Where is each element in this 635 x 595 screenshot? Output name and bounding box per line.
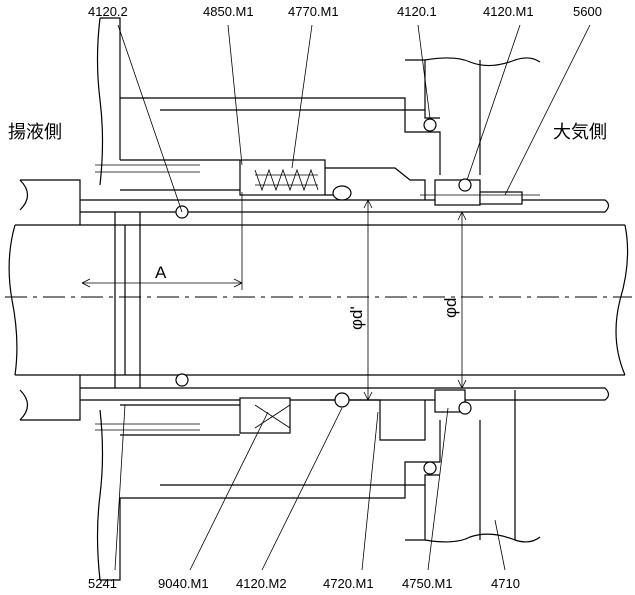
leader-lines-top	[117, 24, 591, 213]
label-5241: 5241	[88, 576, 117, 591]
leader-lines-bottom	[114, 404, 506, 571]
o-rings	[175, 118, 472, 475]
label-4120-1: 4120.1	[397, 4, 437, 19]
atmosphere-side-label: 大気側	[553, 122, 607, 143]
spring	[239, 159, 326, 196]
label-4750-m1: 4750.M1	[402, 576, 453, 591]
label-4120-m1: 4120.M1	[483, 4, 534, 19]
label-9040-m1: 9040.M1	[158, 576, 209, 591]
bottom-labels: 5241 9040.M1 4120.M2 4720.M1 4750.M1 471…	[88, 576, 520, 591]
seal-ring-upper	[325, 167, 540, 206]
label-4850-m1: 4850.M1	[203, 4, 254, 19]
shaft	[8, 179, 629, 421]
casing-lower	[95, 404, 441, 581]
top-labels: 4120.2 4850.M1 4770.M1 4120.1 4120.M1 56…	[88, 4, 602, 19]
dimension-d-prime-label: φd'	[347, 306, 366, 330]
gland-plate	[405, 57, 541, 543]
seal-ring-lower	[239, 389, 466, 441]
label-4770-m1: 4770.M1	[288, 4, 339, 19]
label-4120-2: 4120.2	[88, 4, 128, 19]
label-4720-m1: 4720.M1	[323, 576, 374, 591]
label-4120-m2: 4120.M2	[236, 576, 287, 591]
dimension-d-label: φd	[441, 298, 460, 318]
dimension-a-label: A	[155, 263, 167, 282]
shaft-sleeve	[80, 199, 610, 401]
dimension-d-prime: φd'	[347, 199, 373, 401]
dimension-a: A	[81, 192, 243, 290]
dimension-d: φd	[441, 211, 467, 389]
label-4710: 4710	[491, 576, 520, 591]
label-5600: 5600	[573, 4, 602, 19]
liquid-side-label: 揚液側	[8, 122, 62, 143]
casing-upper	[95, 17, 441, 191]
